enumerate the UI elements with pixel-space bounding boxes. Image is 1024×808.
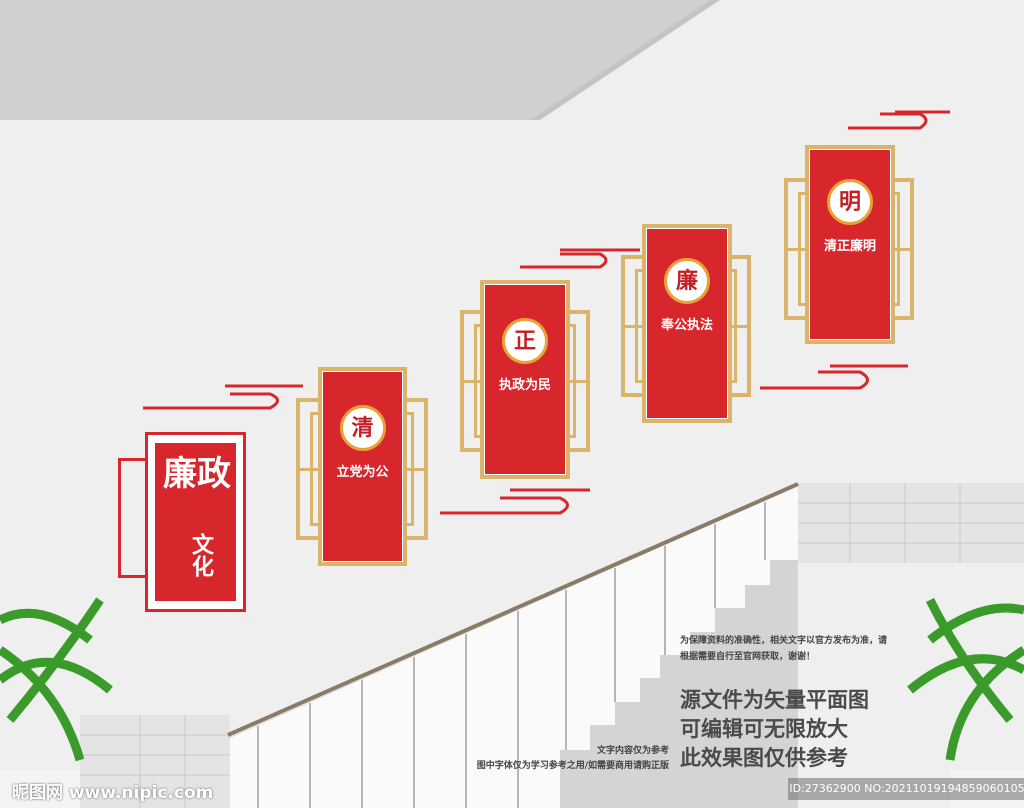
badge-icon: 正 bbox=[502, 318, 548, 364]
slogan-text: 清正廉明 bbox=[823, 239, 876, 254]
ceiling bbox=[0, 0, 710, 120]
stair-steps bbox=[230, 486, 798, 808]
slogan-text: 奉公执法 bbox=[660, 318, 713, 333]
handrail bbox=[227, 482, 799, 737]
big-line1: 源文件为矢量平面图 bbox=[680, 688, 869, 712]
big-line3: 此效果图仅供参考 bbox=[680, 746, 848, 770]
cloud-decorations bbox=[143, 110, 950, 515]
watermark-logo: 昵图网 www.nipic.com bbox=[12, 783, 214, 803]
badge-icon: 明 bbox=[827, 179, 873, 225]
accuracy-notice: 为保障资料的准确性，相关文字以官方发布为准，请 根据需要自行至官网获取，谢谢！ bbox=[680, 633, 887, 665]
potted-plant-right bbox=[907, 597, 1024, 808]
accuracy-line2: 根据需要自行至官网获取，谢谢！ bbox=[680, 652, 816, 662]
railing-balusters bbox=[257, 502, 766, 808]
big-line2: 可编辑可无限放大 bbox=[680, 717, 848, 741]
small-line2: 图中字体仅为学习参考之用/如需要商用请购正版 bbox=[476, 761, 669, 771]
badge-icon: 廉 bbox=[664, 258, 710, 304]
watermark-id: ID:27362900 NO:20211019194859060105 bbox=[788, 778, 1024, 800]
small-line1: 文字内容仅为参考 bbox=[596, 746, 669, 756]
slogan-text: 立党为公 bbox=[336, 465, 389, 480]
lattice-left bbox=[118, 458, 148, 578]
main-title-panel: 廉政 文化 bbox=[145, 432, 246, 612]
main-title-line1: 廉政 bbox=[163, 454, 231, 494]
vector-notice: 源文件为矢量平面图 可编辑可无限放大 此效果图仅供参考 bbox=[680, 686, 869, 773]
main-title-line2: 文化 bbox=[188, 533, 214, 577]
tile-wall-left bbox=[80, 715, 230, 808]
slogan-panel-2: 正 执政为民 bbox=[480, 280, 570, 479]
slogan-panel-1: 清 立党为公 bbox=[318, 367, 407, 566]
slogan-panel-4: 明 清正廉明 bbox=[805, 145, 895, 344]
slogan-panel-3: 廉 奉公执法 bbox=[642, 224, 732, 423]
badge-icon: 清 bbox=[339, 405, 386, 451]
potted-plant-left bbox=[0, 597, 113, 808]
slogan-text: 执政为民 bbox=[498, 378, 551, 393]
accuracy-line1: 为保障资料的准确性，相关文字以官方发布为准，请 bbox=[680, 636, 888, 646]
font-notice: 文字内容仅为参考 图中字体仅为学习参考之用/如需要商用请购正版 bbox=[477, 744, 669, 774]
